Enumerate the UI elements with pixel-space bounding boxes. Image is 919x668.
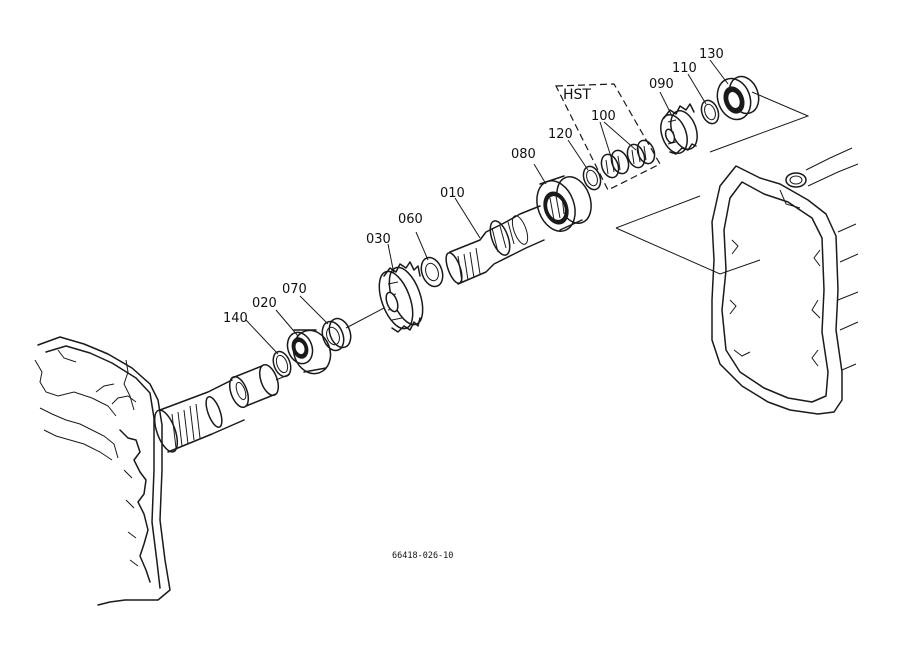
hst-dashed-outline [555,83,661,191]
part-060-washer [420,256,444,288]
part-030-gear [378,261,424,333]
label-060: 060 [398,212,423,227]
label-090: 090 [649,77,674,92]
part-140-snap-ring [272,350,292,378]
sleeve-bearing [228,363,280,409]
label-010: 010 [440,186,465,201]
label-100: 100 [591,109,616,124]
part-010-main-shaft [445,205,545,285]
part-labels: 140 020 070 030 060 010 080 120 100 090 … [223,47,724,326]
label-140: 140 [223,311,248,326]
part-110-ring [700,99,720,125]
assembly-axis-mid [345,307,385,329]
right-transmission-case [711,147,859,415]
label-080: 080 [511,147,536,162]
label-030: 030 [366,232,391,247]
left-transmission-case [34,336,171,606]
part-080-bearing [536,175,592,232]
label-120: 120 [548,127,573,142]
label-110: 110 [672,61,697,76]
leader-lines [245,59,729,355]
part-090-gear [660,103,698,155]
part-020-ball-bearing [286,329,332,375]
label-130: 130 [699,47,724,62]
part-070-collar [321,317,352,352]
label-020: 020 [252,296,277,311]
part-100-needle-bearings [600,139,656,179]
figure-code: 66418-026-10 [392,551,453,561]
label-hst: HST [563,87,591,103]
reference-plane-lines [615,91,810,275]
input-shaft-stub [153,379,245,453]
label-070: 070 [282,282,307,297]
part-130-ball-bearing [716,75,760,121]
part-120-ring [582,165,602,191]
